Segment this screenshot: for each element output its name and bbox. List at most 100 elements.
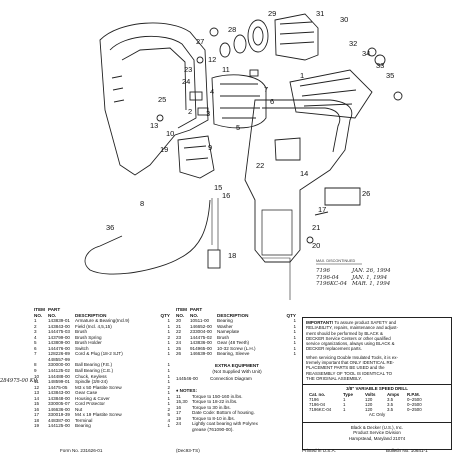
chuck-shape — [274, 13, 319, 61]
callout-28: 28 — [228, 25, 236, 34]
notes-title: ♦ NOTES: — [176, 388, 197, 393]
callout-34: 34 — [362, 49, 370, 58]
kit-label: MAX. DISCONTINUED — [316, 259, 355, 263]
important-line: When servicing Double Insulated Tools, i… — [306, 354, 398, 360]
extra-equipment: EXTRA EQUIPMENT (Not Supplied With Unit)… — [176, 363, 298, 382]
callout-22: 22 — [256, 161, 264, 170]
callout-33: 33 — [376, 61, 384, 70]
form-number: Form No. 231626-01 — [60, 448, 103, 453]
callout-2: 2 — [188, 107, 192, 116]
callout-23: 23 — [184, 65, 192, 74]
important-line: DECKER Service Centers or other qualifie… — [306, 335, 391, 341]
callout-20: 20 — [312, 241, 320, 250]
callout-15: 15 — [214, 183, 222, 192]
callout-35: 35 — [386, 71, 394, 80]
important-line: IMPORTANT! To assure product SAFETY and — [306, 320, 397, 325]
extra-equipment-title: EXTRA EQUIPMENT — [215, 363, 259, 368]
cord-shape — [84, 199, 211, 275]
callout-14: 14 — [300, 169, 308, 178]
important-line: DECKER replacement parts. — [306, 346, 362, 352]
callout-5: 5 — [236, 123, 240, 132]
company-line: Hampstead, Maryland 21074 — [348, 435, 406, 441]
parts-row: 448557-99 — [48, 356, 70, 362]
important-line: PLACEMENT PARTS BE USED and the — [306, 365, 385, 371]
callout-16: 16 — [222, 191, 230, 200]
note-line: grease (761090-00). — [192, 426, 234, 432]
callout-19: 19 — [160, 145, 168, 154]
company-line: Product Service Division — [353, 430, 401, 436]
callout-6: 6 — [270, 97, 274, 106]
callout-1: 1 — [300, 71, 304, 80]
callout-4: 4 — [210, 87, 214, 96]
callout-9: 9 — [208, 143, 212, 152]
callout-labels: 29 31 30 32 28 27 12 11 34 33 35 1 23 25… — [106, 9, 394, 260]
switch-shape — [177, 135, 215, 179]
callout-11: 11 — [222, 65, 230, 74]
callout-36: 36 — [106, 223, 114, 232]
printed-in: Printed in U.S.A. — [302, 448, 336, 453]
extra-equipment-subtitle: (Not Supplied With Unit) — [212, 368, 262, 374]
company-line: Black & Decker (U.S.), Inc. — [350, 425, 404, 430]
important-line: tremely important that ONLY IDENTICAL RE… — [306, 360, 395, 366]
callout-30: 30 — [340, 15, 348, 24]
important-line: THE ORIGINAL ASSEMBLY. — [306, 375, 362, 381]
callout-26: 26 — [362, 189, 370, 198]
callout-21: 21 — [312, 223, 320, 232]
housing-left-shape — [99, 22, 209, 176]
company-box: Black & Decker (U.S.), Inc.Product Servi… — [302, 421, 452, 450]
callout-3: 3 — [206, 109, 210, 118]
callout-18: 18 — [228, 251, 236, 260]
callout-8: 8 — [140, 199, 144, 208]
important-line: ment should be performed by BLACK & — [306, 330, 383, 336]
callout-29: 29 — [268, 9, 276, 18]
callout-12: 12 — [208, 55, 216, 64]
callout-7: 7 — [264, 85, 268, 94]
callout-31: 31 — [316, 9, 324, 18]
drill-title: 3/8" VARIABLE SPEED DRILL — [303, 384, 451, 391]
callout-17: 17 — [318, 205, 326, 214]
callout-13: 13 — [150, 121, 158, 130]
